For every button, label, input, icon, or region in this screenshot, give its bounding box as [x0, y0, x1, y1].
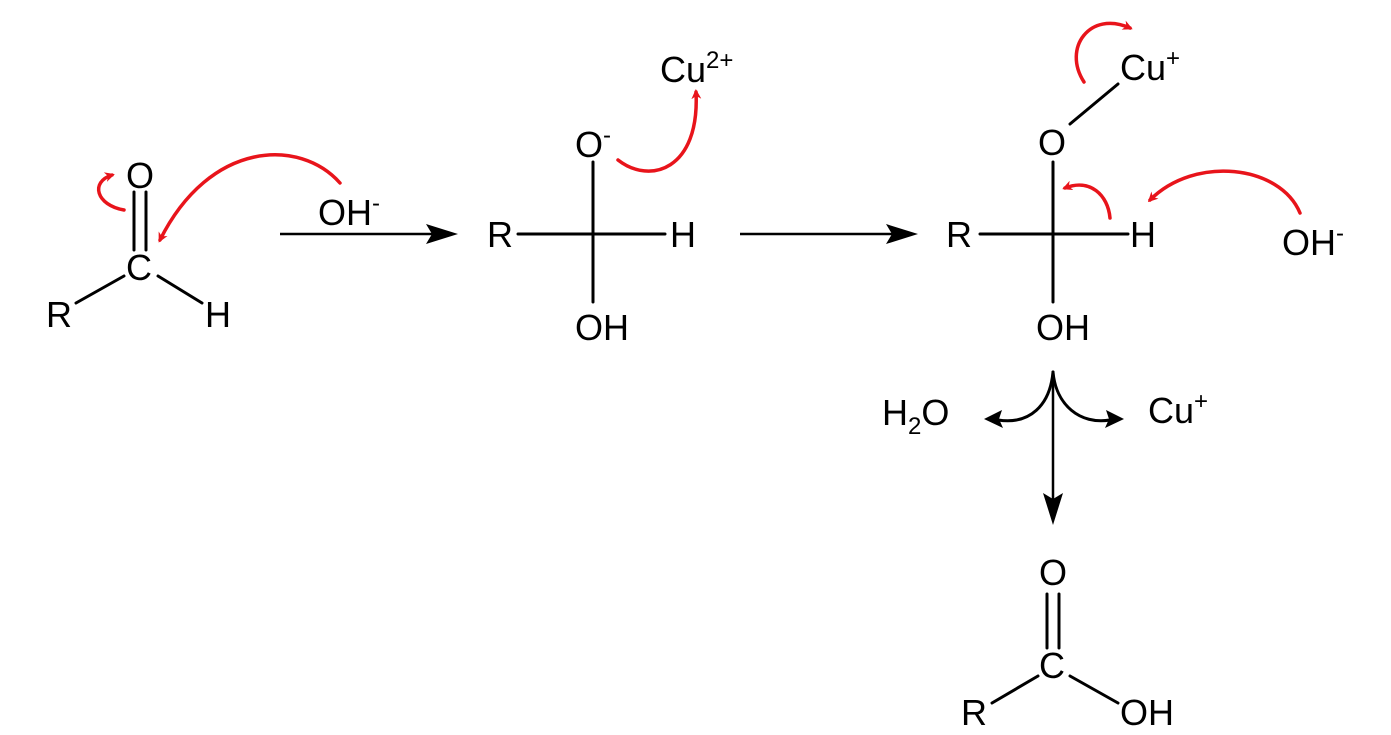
int2-o-cu-bond [1068, 82, 1120, 126]
product-r-group: R [961, 692, 987, 733]
copper-release-arrow-head [1105, 410, 1124, 428]
aldehyde-c-r-bond [74, 274, 126, 305]
int1-oh-group: OH [575, 307, 629, 348]
aldehyde-c-atom: C [126, 247, 152, 288]
water-release-arrow-head [984, 410, 1003, 428]
product-c-r-bond [990, 674, 1040, 705]
copper-release-arrow [1051, 370, 1112, 423]
int2-r-group: R [946, 214, 972, 255]
int2-oh-group: OH [1036, 307, 1090, 348]
pi-bond-to-oxygen-arrow [96, 172, 126, 212]
int2-o-atom: O [1038, 122, 1066, 163]
reaction-arrow-2-head [886, 224, 918, 244]
product-c-oh-bond [1068, 674, 1120, 705]
int2-copper-ion: Cu+ [1120, 45, 1180, 88]
product-oh-group: OH [1120, 692, 1174, 733]
copper-bound-intermediate: Cu+ O R H OH OH- [946, 45, 1344, 348]
hydroxide-abstracts-h-arrow [1147, 169, 1302, 215]
int2-hydroxide-base: OH- [1282, 220, 1344, 263]
aldehyde-o-atom: O [126, 155, 154, 196]
int1-o-anion: O- [575, 122, 611, 165]
carboxylic-acid-product: O C R OH [961, 552, 1174, 733]
electron-to-copper-arrow [1074, 20, 1133, 84]
int2-h-atom: H [1130, 214, 1156, 255]
copper-i-byproduct: Cu+ [1148, 388, 1208, 431]
step1-reagent: OH- [318, 190, 380, 233]
ch-bond-to-carbon-arrow [1062, 180, 1112, 220]
int1-copper-ion: Cu2+ [660, 47, 733, 90]
reaction-arrow-1-head [426, 224, 458, 244]
aldehyde-molecule: O C R H [46, 155, 231, 335]
product-o-atom: O [1039, 552, 1067, 593]
int1-h-atom: H [670, 214, 696, 255]
aldehyde-h-atom: H [205, 294, 231, 335]
aldehyde-c-h-bond [156, 274, 204, 305]
tetrahedral-intermediate-1: O- R H OH Cu2+ [487, 47, 733, 348]
product-c-atom: C [1039, 645, 1065, 686]
aldehyde-r-group: R [46, 294, 72, 335]
reaction-arrow-3-head [1043, 493, 1063, 525]
water-byproduct: H2O [882, 392, 949, 440]
water-release-arrow [996, 370, 1055, 423]
hydroxide-attack-arrow [158, 153, 342, 243]
int1-r-group: R [487, 214, 513, 255]
oxyanion-to-copper-arrow [616, 89, 702, 173]
